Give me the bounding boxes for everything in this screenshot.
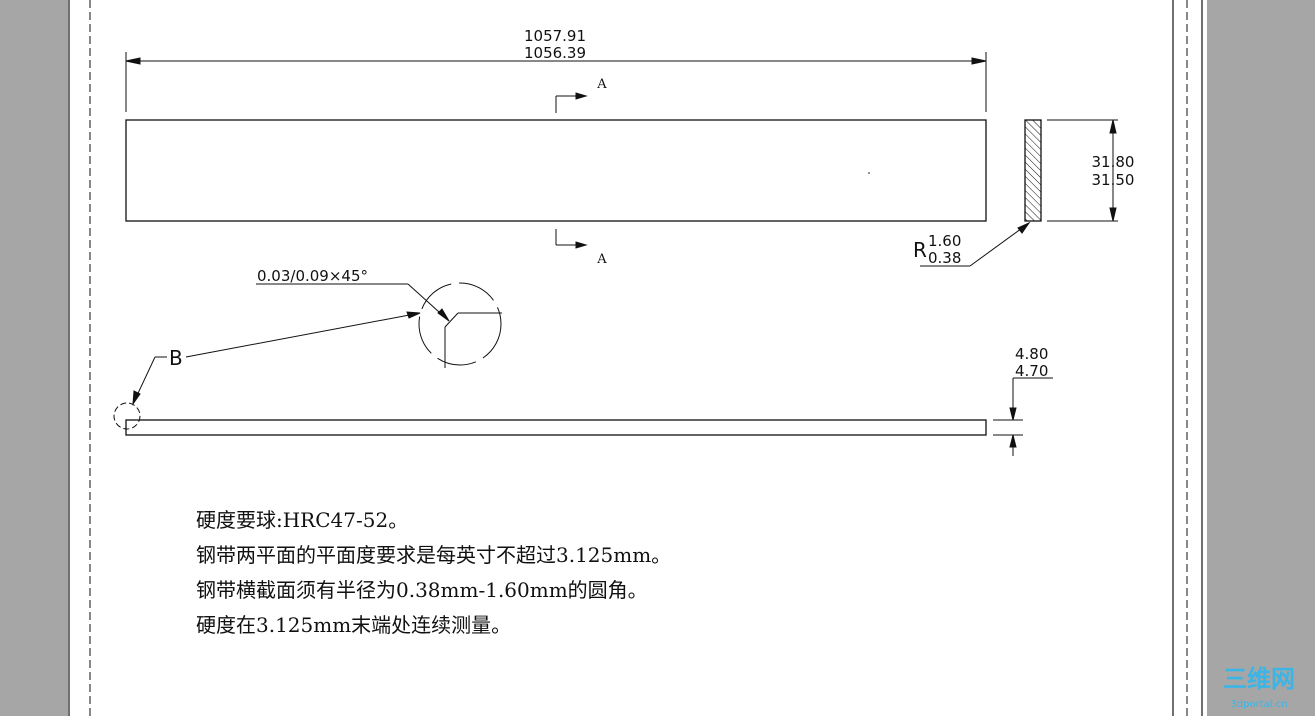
section-label-top: A <box>596 77 607 92</box>
thickness-dimension <box>993 377 1053 456</box>
note-hardness-measurement: 硬度在3.125mm末端处连续测量。 <box>196 613 511 637</box>
radius-min-text: 0.38 <box>928 249 961 267</box>
technical-notes: 硬度要球:HRC47-52。 钢带两平面的平面度要求是每英寸不超过3.125mm… <box>196 508 671 637</box>
radius-prefix: R <box>913 238 927 262</box>
watermark-sub: 3dportal.cn <box>1230 699 1287 710</box>
site-watermark: 三维网 3dportal.cn <box>1223 665 1295 710</box>
thickness-min-text: 4.70 <box>1015 362 1048 380</box>
section-mark-bottom <box>555 229 588 249</box>
section-label-bottom: A <box>596 252 607 267</box>
length-min-text: 1056.39 <box>524 44 586 62</box>
left-gray-panel <box>0 0 68 716</box>
detail-enlarged <box>418 282 502 368</box>
stray-point <box>868 172 870 174</box>
chamfer-text: 0.03/0.09×45° <box>257 267 368 285</box>
width-max-text: 31.80 <box>1092 153 1135 171</box>
detail-b-leader <box>132 311 421 406</box>
width-dimension <box>1047 119 1118 222</box>
chamfer-leader <box>256 283 450 322</box>
right-gray-panel <box>1207 0 1315 716</box>
length-max-text: 1057.91 <box>524 27 586 45</box>
width-min-text: 31.50 <box>1092 171 1135 189</box>
side-view-outline <box>125 419 987 436</box>
section-view-hatched <box>1024 119 1042 222</box>
note-flatness-requirement: 钢带两平面的平面度要求是每英寸不超过3.125mm。 <box>196 543 671 567</box>
detail-b-label: B <box>169 346 183 370</box>
top-view-outline <box>125 119 987 222</box>
section-mark-top <box>555 92 588 113</box>
thickness-max-text: 4.80 <box>1015 345 1048 363</box>
radius-leader <box>920 221 1031 267</box>
radius-max-text: 1.60 <box>928 232 961 250</box>
detail-b-circle <box>113 402 141 430</box>
length-dimension <box>125 52 987 112</box>
watermark-main: 三维网 <box>1223 665 1295 693</box>
note-hardness-requirement: 硬度要球:HRC47-52。 <box>196 508 408 532</box>
note-fillet-requirement: 钢带横截面须有半径为0.38mm-1.60mm的圆角。 <box>196 578 648 602</box>
paper-border <box>68 0 1203 716</box>
